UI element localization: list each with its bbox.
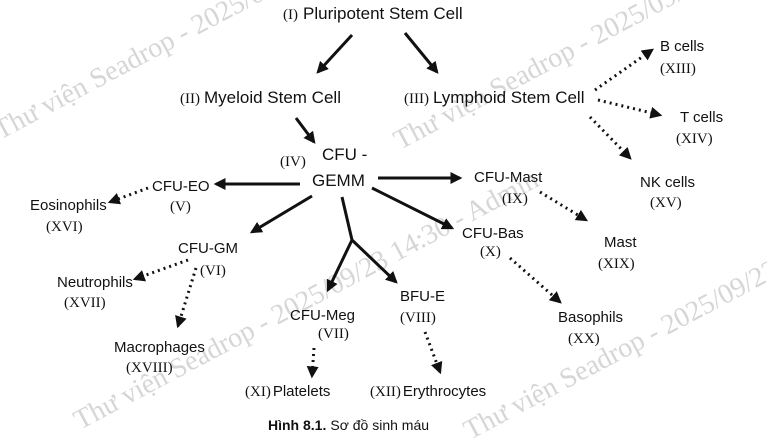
node-roman: (XIX) [598,256,635,272]
edge-bfu-e-erythrocytes [423,331,443,375]
edge-lymphoid-t-cells [597,98,663,119]
node-label: CFU-Mast [474,169,543,186]
figure-caption-text: Sơ đồ sinh máu [330,417,429,433]
edge-cfu-meg-platelets [306,347,319,379]
node-cfu-bas: CFU-Bas (X) [462,225,524,260]
node-label-line1: CFU - [322,145,367,164]
node-roman: (XVII) [64,295,106,311]
node-cfu-gemm: (IV) CFU - GEMM [280,145,367,190]
node-mast: Mast (XIX) [598,234,637,272]
node-label: B cells [660,38,704,55]
svg-text:(III)Lymphoid Stem Cell: (III)Lymphoid Stem Cell [404,88,584,107]
edge-cfu-gemm-cfu-meg [326,239,354,293]
edge-pluripotent-lymphoid [403,32,439,74]
edge-myeloid-cfu-gemm [294,117,316,144]
node-roman: (XX) [568,331,600,347]
node-label: Eosinophils [30,197,107,214]
node-label: Erythrocytes [403,383,486,400]
edge-cfu-mast-mast [539,190,589,222]
node-label: Basophils [558,309,623,326]
svg-text:(I)Pluripotent Stem Cell: (I) Pluripotent Stem Cell [283,4,463,23]
node-roman: (VIII) [400,310,436,326]
node-eosinophils: Eosinophils (XVI) [30,197,107,235]
node-label: NK cells [640,174,695,191]
node-cfu-eo: CFU-EO (V) [152,178,210,215]
node-lymphoid: (III)Lymphoid Stem Cell [404,88,584,107]
watermark-text-4: Thư viện Seadrop - 2025/09/23 14:30 - Ad… [459,174,767,439]
node-roman: (V) [170,199,191,215]
node-roman: (XIV) [676,131,713,147]
node-label: CFU-Bas [462,225,524,242]
node-neutrophils: Neutrophils (XVII) [57,274,133,311]
svg-text:(XII)Erythrocytes: (XII)Erythrocytes [370,383,486,400]
svg-text:(II)Myeloid Stem Cell: (II)Myeloid Stem Cell [180,88,341,107]
edge-cfu-gemm-cfu-bas [371,186,455,230]
node-label: CFU-GM [178,240,238,257]
node-label: Platelets [273,383,331,400]
node-roman: (III) [404,91,429,107]
node-label: CFU-Meg [290,307,355,324]
edge-cfu-gemm-trunk [340,196,354,241]
edge-cfu-gemm-cfu-gm [249,194,313,234]
node-bfu-e: BFU-E (VIII) [400,288,445,326]
node-roman: (VI) [200,263,226,279]
edge-cfu-gm-neutrophils [132,258,189,282]
edge-cfu-eo-eosinophils [107,186,149,205]
node-nk-cells: NK cells (XV) [640,174,695,211]
node-label: Pluripotent Stem Cell [303,4,463,23]
node-roman: (X) [480,244,501,260]
node-label: Macrophages [114,339,205,356]
node-label: CFU-EO [152,178,210,195]
node-roman: (I) [283,7,298,23]
node-macrophages: Macrophages (XVIII) [114,339,205,376]
edge-cfu-bas-basophils [509,256,562,304]
node-roman: (XII) [370,384,401,400]
edges [107,32,663,379]
node-label: Myeloid Stem Cell [204,88,341,107]
node-cfu-gm: CFU-GM (VI) [178,240,238,279]
node-label: BFU-E [400,288,445,305]
figure-caption: Hình 8.1.Sơ đồ sinh máu [268,417,429,433]
node-basophils: Basophils (XX) [558,309,623,347]
node-roman: (IX) [502,191,528,207]
node-cfu-mast: CFU-Mast (IX) [474,169,543,207]
node-roman: (IV) [280,154,306,170]
node-b-cells: B cells (XIII) [660,38,704,77]
node-roman: (XI) [245,384,271,400]
node-label: T cells [680,109,723,126]
node-roman: (XVIII) [126,360,173,376]
node-cfu-meg: CFU-Meg (VII) [290,307,355,342]
node-roman: (XVI) [46,219,83,235]
node-platelets: (XI)Platelets [245,383,330,400]
edge-lymphoid-b-cells [594,48,654,92]
node-t-cells: T cells (XIV) [676,109,723,147]
node-roman: (XIII) [660,61,696,77]
node-roman: (VII) [318,326,349,342]
node-label-line2: GEMM [312,171,365,190]
edge-lymphoid-nk-cells [588,115,632,160]
node-roman: (XV) [650,195,682,211]
node-pluripotent: (I) Pluripotent Stem Cell [283,4,463,23]
node-label: Mast [604,234,637,251]
node-myeloid: (II)Myeloid Stem Cell [180,88,341,107]
edge-cfu-gm-macrophages [175,267,198,329]
edge-cfu-gemm-bfu-e [350,238,398,284]
node-label: Neutrophils [57,274,133,291]
node-roman: (II) [180,91,200,107]
figure-number: Hình 8.1. [268,417,326,433]
edge-pluripotent-myeloid [316,33,354,74]
svg-text:(XI)Platelets: (XI)Platelets [245,383,330,400]
node-label: Lymphoid Stem Cell [433,88,585,107]
node-erythrocytes: (XII)Erythrocytes [370,383,486,400]
